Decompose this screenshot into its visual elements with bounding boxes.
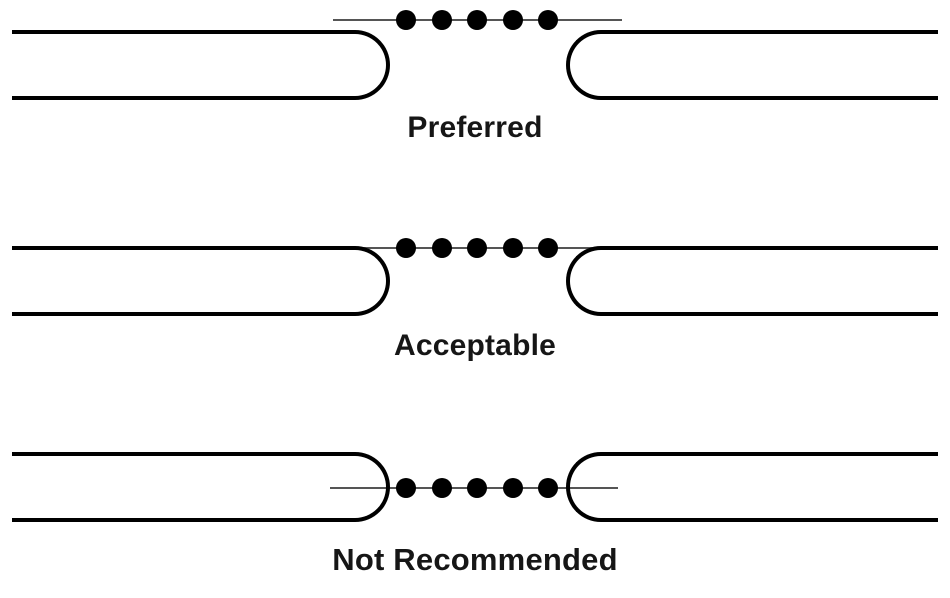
row-label-preferred: Preferred [407, 111, 543, 144]
marker-dot [502, 478, 523, 498]
marker-dot [502, 10, 523, 30]
row-label-acceptable: Acceptable [393, 329, 557, 362]
right-rail [566, 30, 938, 100]
marker-dot [467, 478, 487, 498]
marker-dot [538, 478, 558, 498]
dot-row [396, 478, 558, 498]
marker-dot [467, 238, 487, 258]
left-rail [12, 452, 390, 522]
marker-dot [431, 238, 452, 258]
marker-dot [396, 478, 416, 498]
left-rail [12, 246, 390, 316]
marker-dot [431, 478, 452, 498]
marker-dot [467, 10, 487, 30]
dot-row [396, 10, 558, 30]
dot-row [396, 238, 558, 258]
marker-dot [396, 238, 416, 258]
row-label-not-recommended: Not Recommended [332, 542, 618, 577]
marker-dot [431, 10, 452, 30]
left-rail [12, 30, 390, 100]
marker-dot [502, 238, 523, 258]
marker-dot [538, 10, 558, 30]
right-rail [566, 246, 938, 316]
marker-dot [538, 238, 558, 258]
right-rail [566, 452, 938, 522]
marker-dot [396, 10, 416, 30]
